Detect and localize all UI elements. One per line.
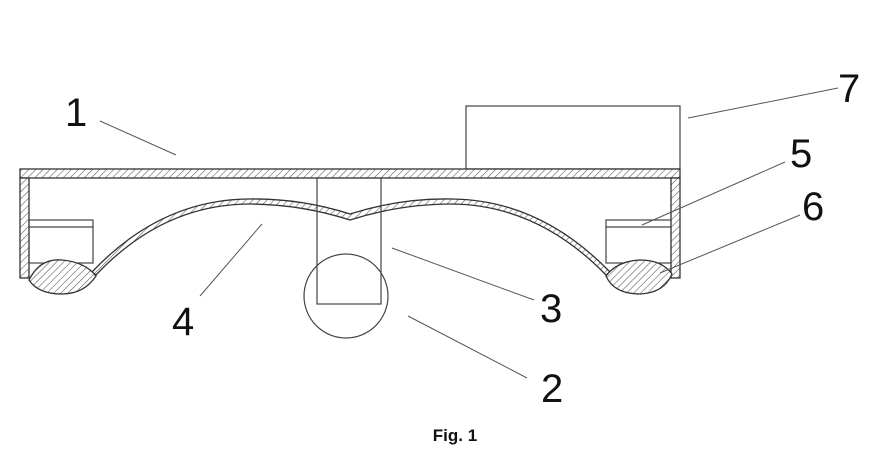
label-7: 7 (838, 67, 860, 111)
circle-element (303, 253, 389, 339)
figure-caption: Fig. 1 (433, 426, 477, 445)
label-2: 2 (541, 367, 563, 411)
label-4: 4 (172, 300, 194, 344)
leader-3 (391, 247, 535, 301)
right-lens (605, 259, 673, 295)
label-6: 6 (802, 185, 824, 229)
leader-6 (659, 214, 801, 274)
leader-5 (641, 161, 786, 226)
component-7-box (465, 105, 681, 170)
top-plate (19, 168, 681, 179)
right-side-wall (670, 177, 681, 279)
leader-2 (407, 315, 528, 379)
label-5: 5 (790, 132, 812, 176)
left-side-wall (19, 177, 30, 279)
leader-4 (199, 223, 263, 297)
curved-membrane (91, 198, 611, 276)
leader-1 (99, 120, 177, 156)
label-3: 3 (540, 287, 562, 331)
center-post (316, 177, 382, 305)
leader-7 (687, 87, 839, 119)
label-1: 1 (65, 91, 87, 135)
left-lens (28, 259, 97, 295)
